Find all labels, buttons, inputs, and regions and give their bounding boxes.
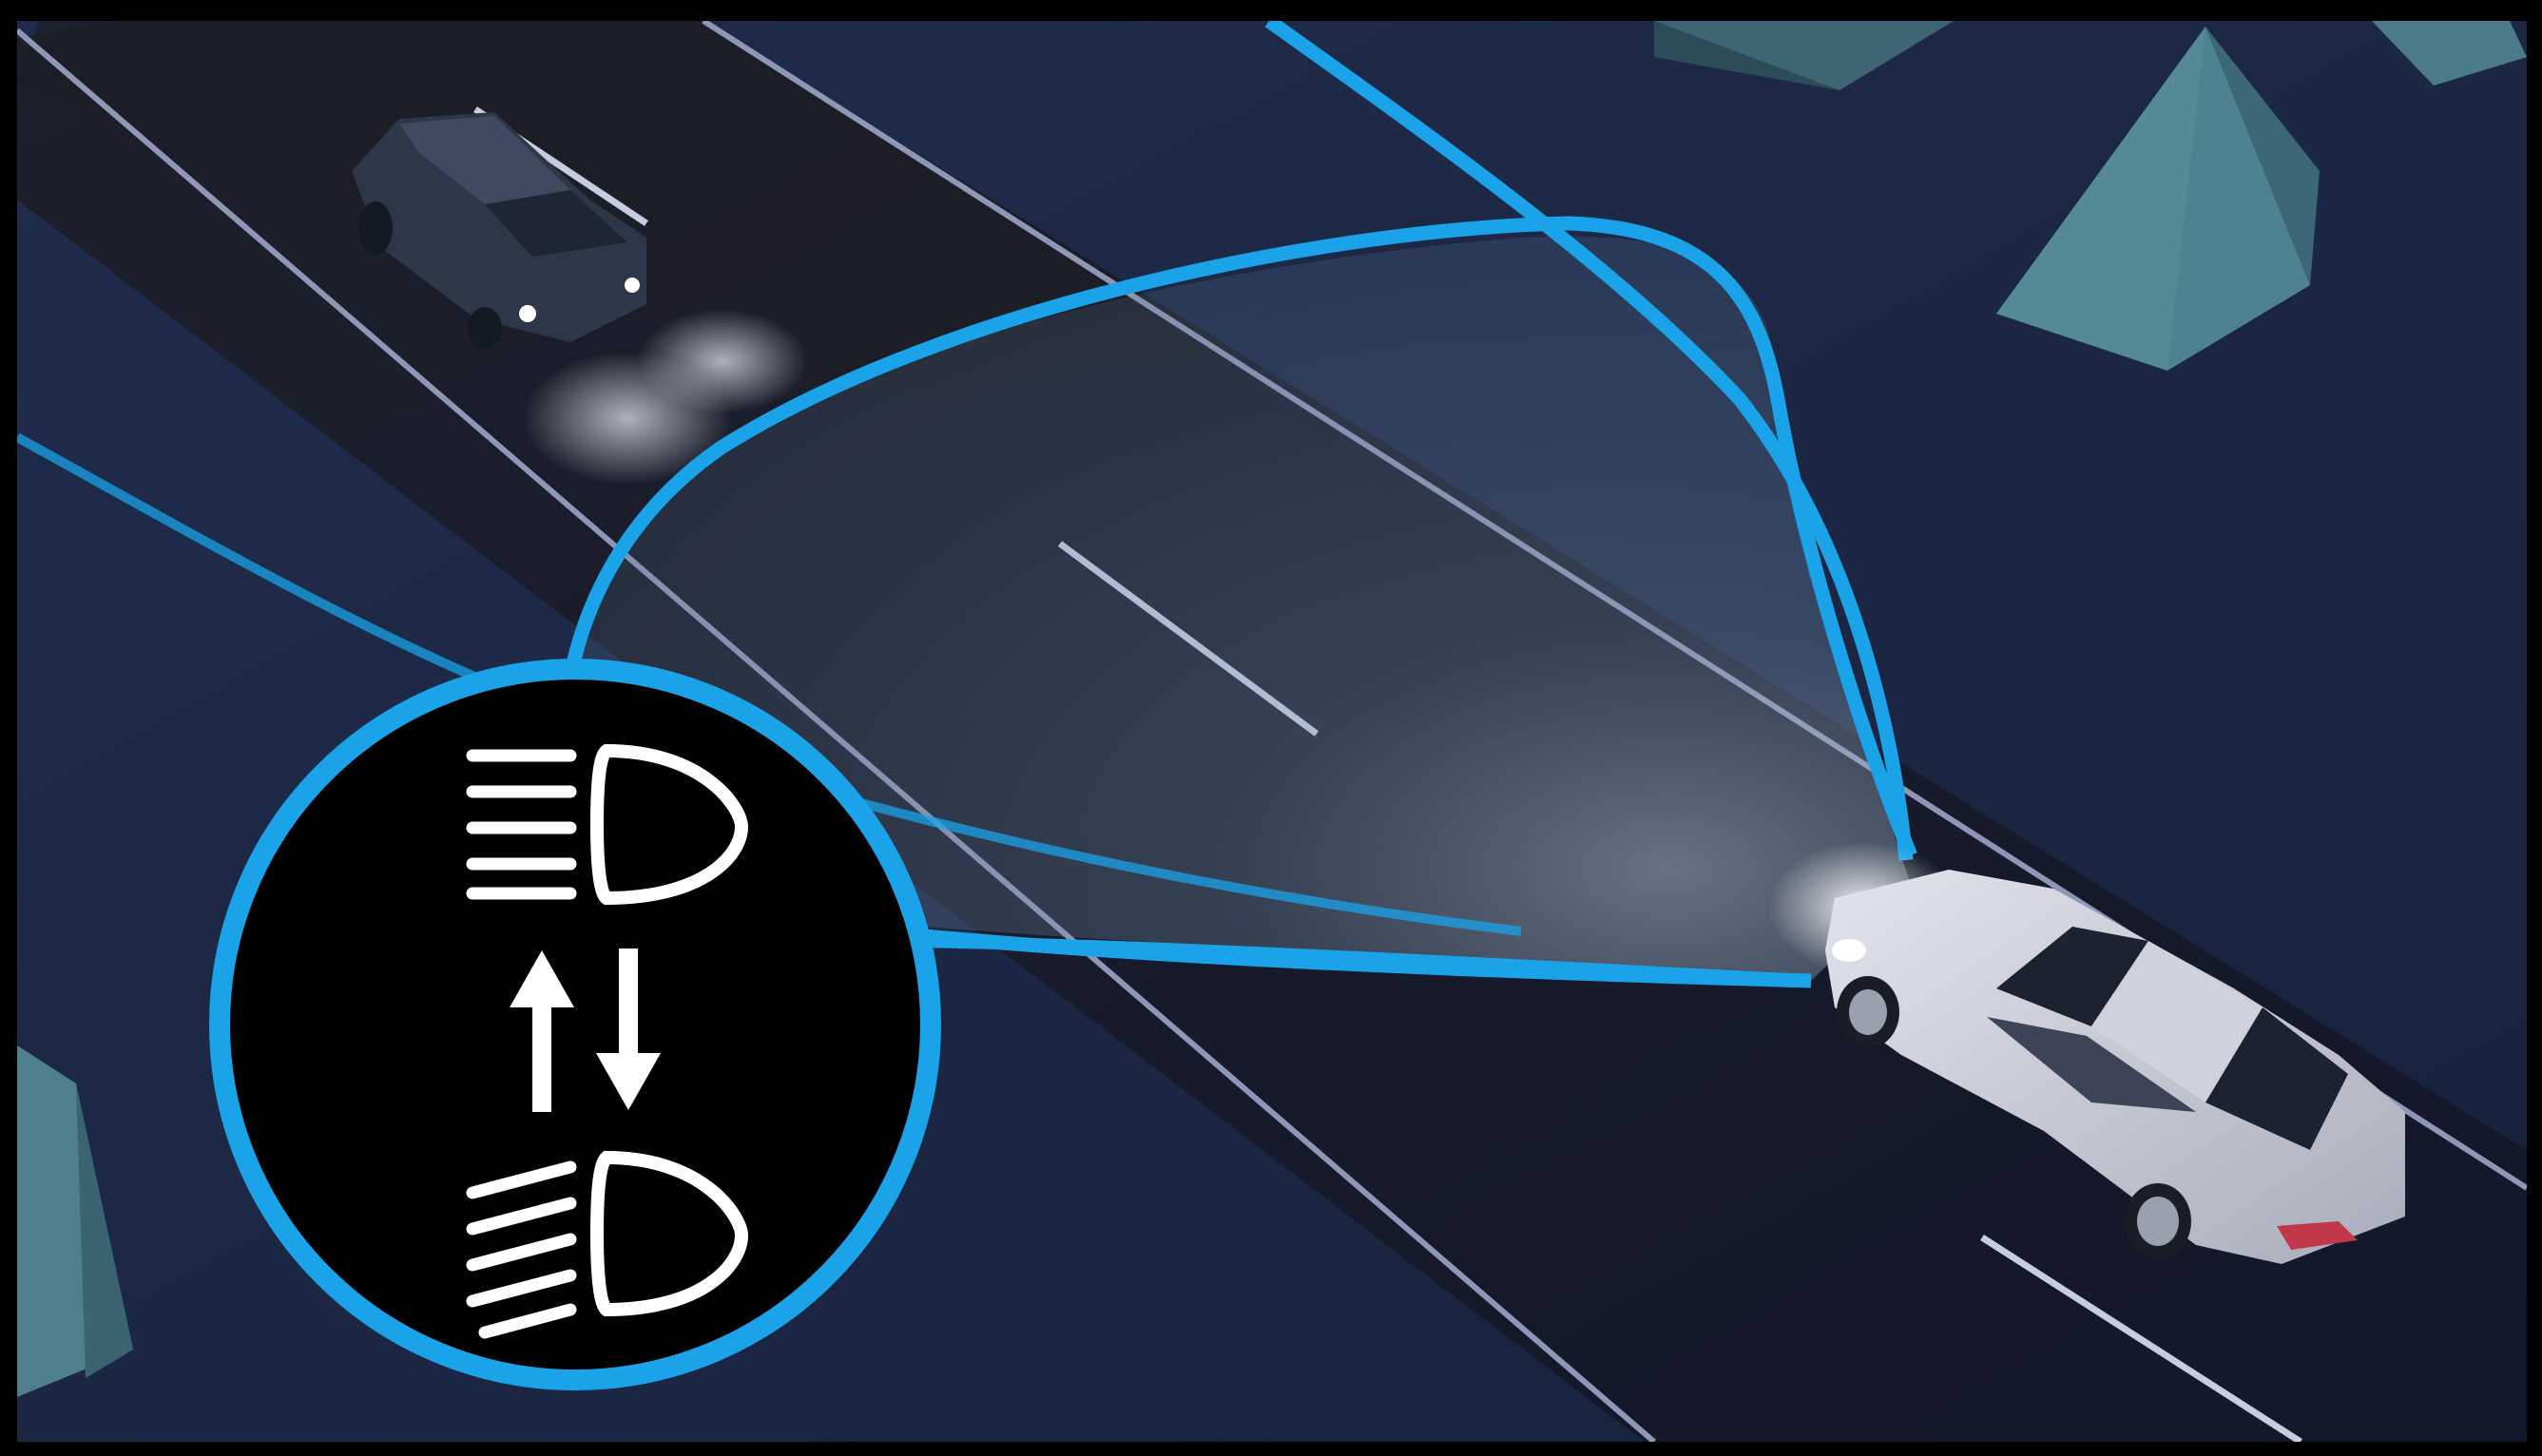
high-beam-assist-icon [220,669,931,1380]
